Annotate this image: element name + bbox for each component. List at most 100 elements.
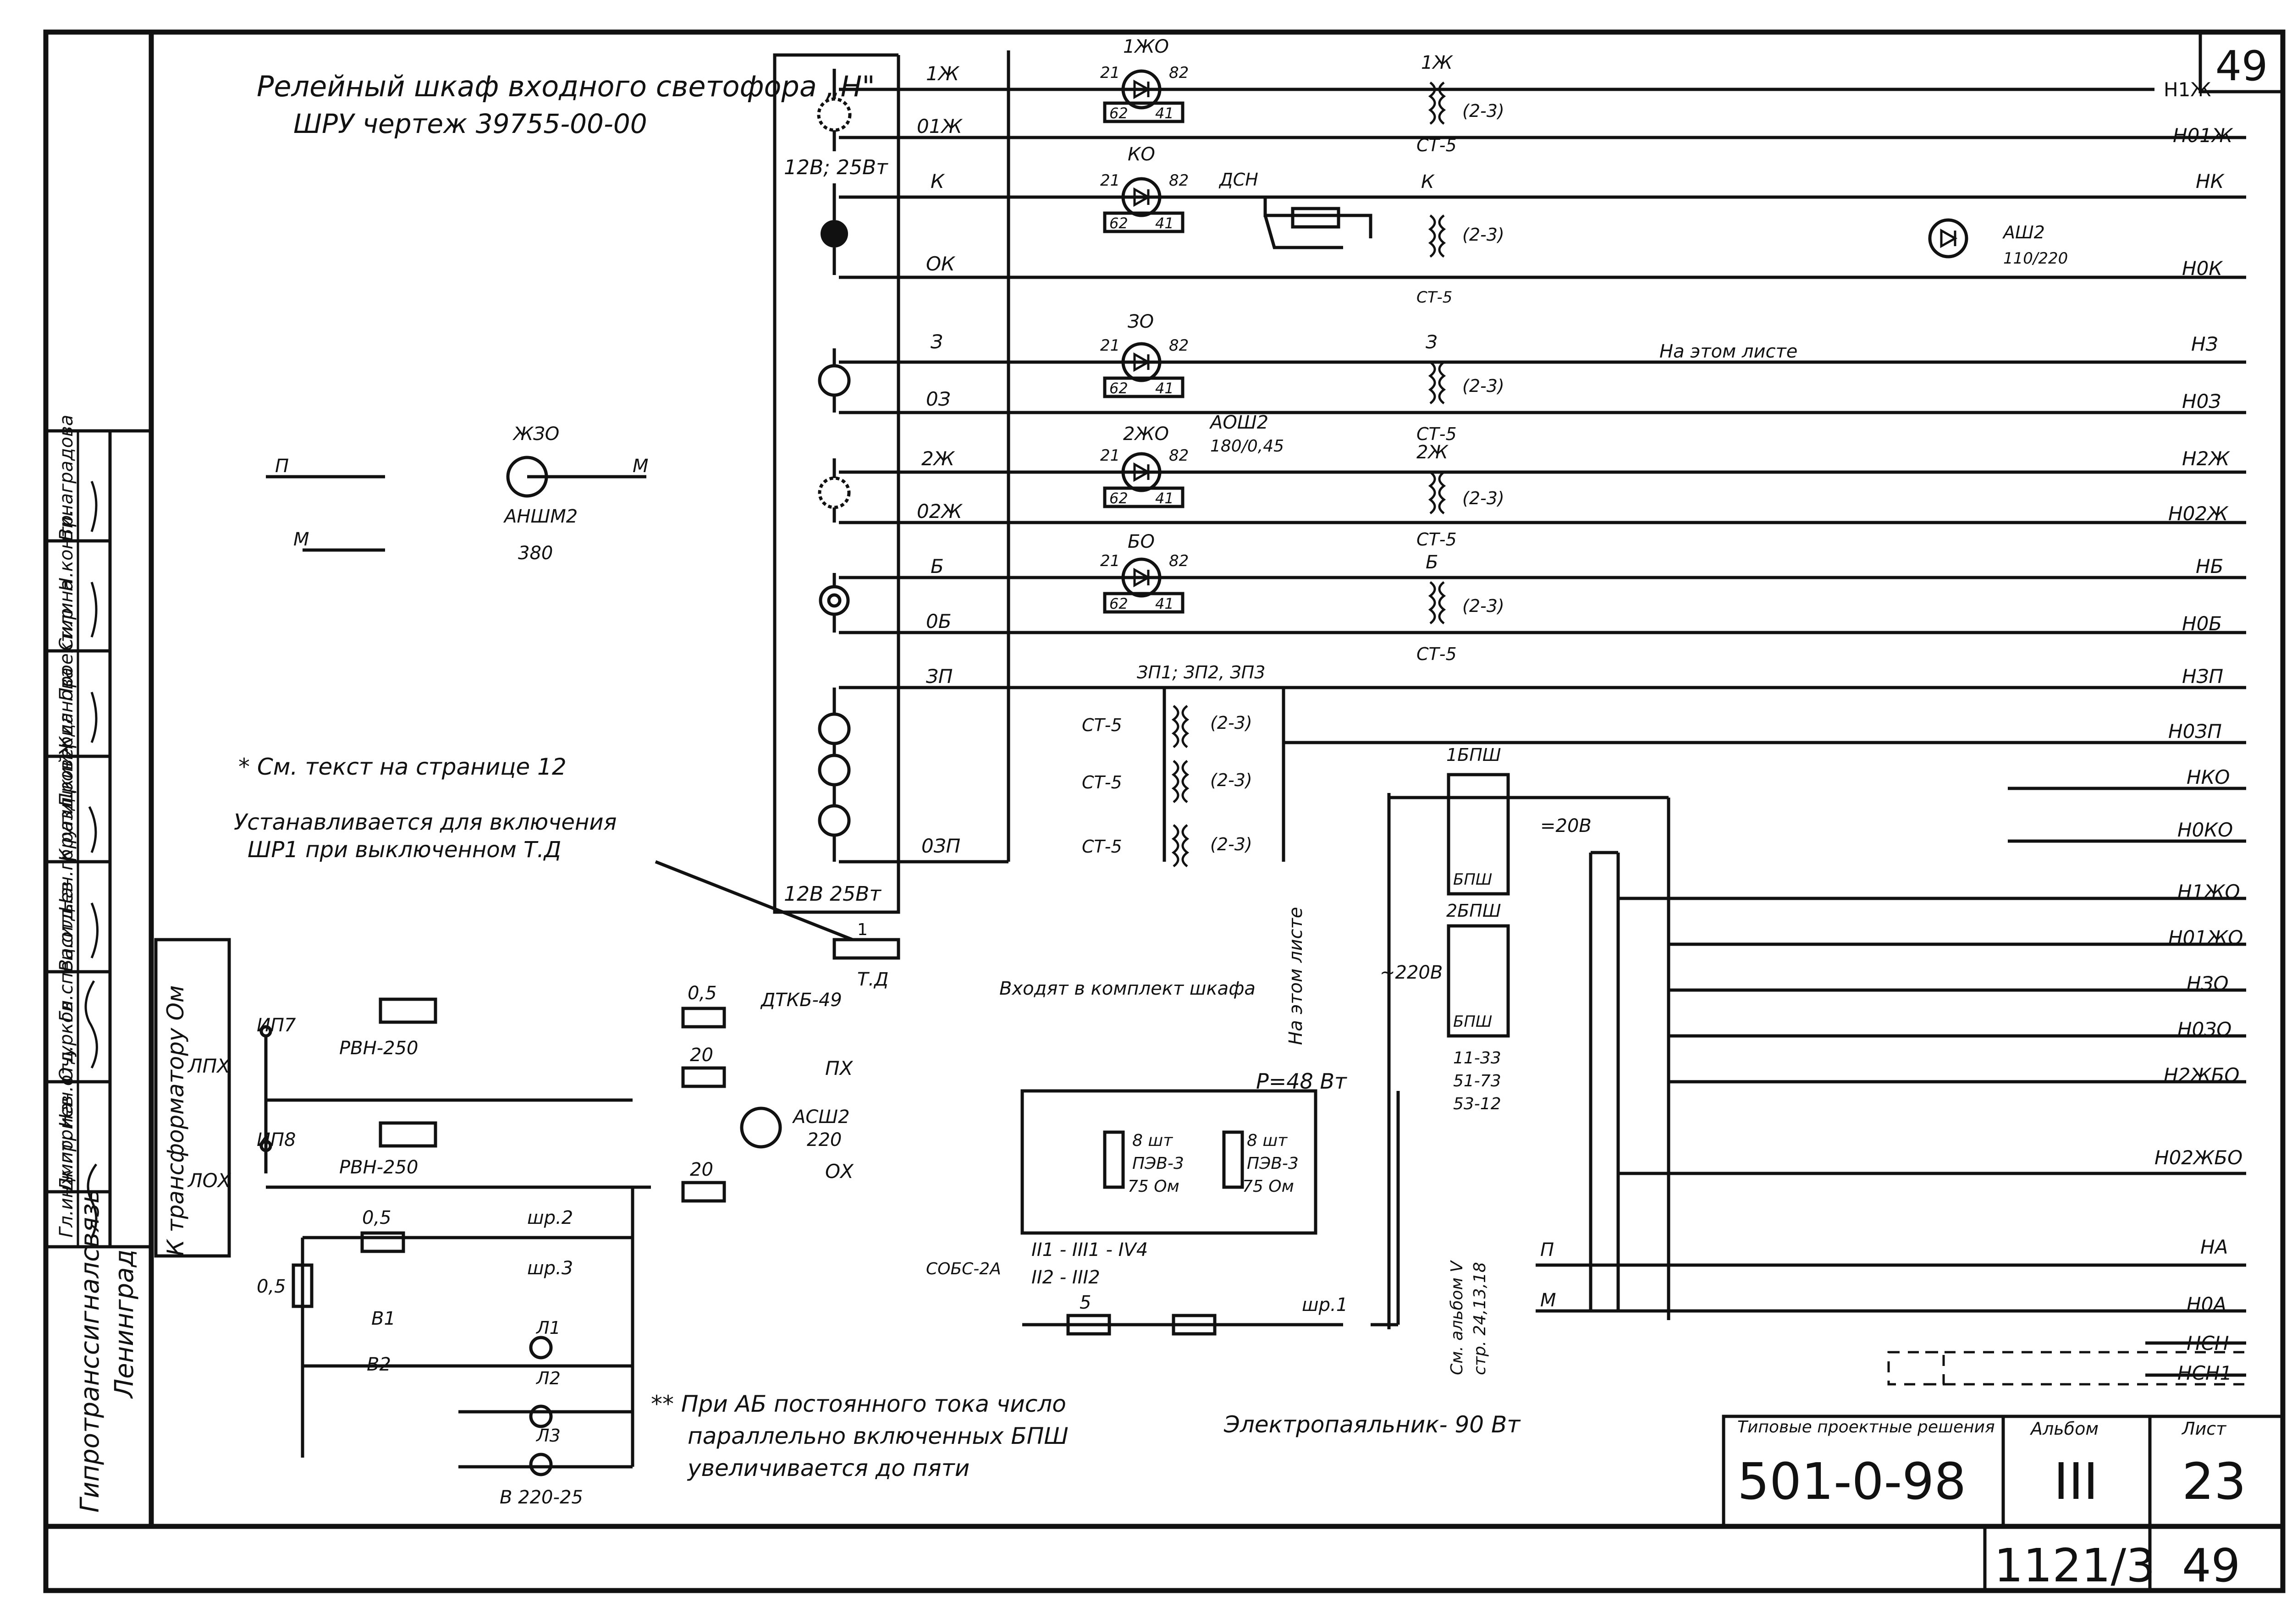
svg-text:75 Ом: 75 Ом <box>1242 1177 1294 1196</box>
relay-ko: КО 21 82 62 41 <box>1100 144 1189 233</box>
note-dstar-2: параллельно включенных БПШ <box>688 1423 1069 1449</box>
svg-text:СТ-5: СТ-5 <box>1416 424 1457 444</box>
svg-text:82: 82 <box>1169 171 1189 190</box>
svg-text:8 шт: 8 шт <box>1247 1131 1288 1150</box>
svg-text:К: К <box>931 170 945 193</box>
svg-text:Б: Б <box>931 555 944 578</box>
svg-text:II2 - III2: II2 - III2 <box>1031 1267 1100 1288</box>
svg-text:Н01Ж: Н01Ж <box>2173 124 2233 147</box>
svg-text:(2-3): (2-3) <box>1462 101 1504 121</box>
svg-text:СТ-5: СТ-5 <box>1416 644 1457 664</box>
svg-text:501-0-98: 501-0-98 <box>1737 1452 1966 1511</box>
svg-text:II1 - III1 - IV4: II1 - III1 - IV4 <box>1031 1239 1148 1261</box>
signal-lamp-invite-1 <box>818 712 851 745</box>
signal-wire-2zh: 2Ж Н2Ж <box>839 447 2246 474</box>
svg-text:РВН-250: РВН-250 <box>339 1038 418 1059</box>
svg-text:Н02ЖБО: Н02ЖБО <box>2154 1146 2242 1169</box>
signal-wire-b: Б НБ <box>839 555 2246 579</box>
signature-role: Н.контр. <box>56 509 77 591</box>
svg-text:Типовые проектные решения: Типовые проектные решения <box>1737 1418 1995 1437</box>
svg-text:(2-3): (2-3) <box>1462 596 1504 616</box>
signal-wire-1zh: 1Ж Н1Ж <box>839 62 2211 101</box>
note-install-1: Устанавливается для включения <box>234 809 617 835</box>
svg-text:21: 21 <box>1100 552 1120 570</box>
signature-role: Проектир. <box>56 602 77 701</box>
svg-text:АШ2: АШ2 <box>2002 222 2045 242</box>
svg-text:П: П <box>275 456 289 477</box>
svg-text:Т.Д: Т.Д <box>857 969 888 990</box>
svg-text:Н1Ж: Н1Ж <box>2164 78 2211 101</box>
signal-wire-01zh: 01Ж Н01Ж <box>839 115 2246 147</box>
svg-text:ПЭВ-3: ПЭВ-3 <box>1247 1154 1299 1173</box>
svg-text:62: 62 <box>1109 595 1128 612</box>
bpsh-2: 2БПШ БПШ 11-33 51-73 53-12 <box>1446 901 1510 1113</box>
signature-name: Силина <box>56 579 77 651</box>
svg-text:Л2: Л2 <box>535 1368 561 1388</box>
svg-text:Н02Ж: Н02Ж <box>2168 502 2229 525</box>
svg-text:III: III <box>2054 1452 2098 1511</box>
svg-text:(2-3): (2-3) <box>1462 488 1504 508</box>
svg-text:Н0З: Н0З <box>2182 390 2221 413</box>
drawing-title-line2: ШРУ чертеж 39755-00-00 <box>293 108 647 139</box>
transformers-invite: ЗП1; ЗП2, ЗП3 СТ-5 СТ-5 СТ-5 (2-3) (2-3)… <box>1082 662 1285 867</box>
signature-role: Проверил <box>56 713 77 807</box>
svg-text:62: 62 <box>1109 105 1128 122</box>
note-install-2: ШР1 при выключенном Т.Д <box>248 837 561 863</box>
m-bus-label: М <box>1540 1290 1556 1311</box>
soldering-iron-label: Электропаяльник- 90 Вт <box>1223 1411 1521 1438</box>
svg-text:0ЗП: 0ЗП <box>921 835 960 857</box>
signature-role: Гл.спец.отд. <box>56 903 77 1022</box>
see-album: См. альбом V <box>1448 1260 1466 1375</box>
svg-text:ДТКБ-49: ДТКБ-49 <box>760 990 842 1011</box>
svg-text:Н1ЖО: Н1ЖО <box>2177 881 2240 903</box>
signal-wire-0zp: 0ЗП Н0ЗП <box>839 720 2246 864</box>
svg-text:12В; 25Вт: 12В; 25Вт <box>784 156 888 179</box>
svg-text:41: 41 <box>1155 380 1174 397</box>
signature-name: Крупицкий <box>56 755 77 862</box>
signal-lamp-red <box>821 220 848 248</box>
relay-2zho: 2ЖО 21 82 62 41 <box>1100 424 1189 508</box>
svg-text:Н0КО: Н0КО <box>2177 819 2233 841</box>
signal-wire-0b: 0Б Н0Б <box>839 610 2246 635</box>
svg-text:НСН1: НСН1 <box>2177 1362 2232 1384</box>
zho-lamp-circuit: П М М ЖЗО АНШМ2 380 <box>266 424 649 564</box>
volt20-label: =20В <box>1540 815 1592 837</box>
svg-text:АНШМ2: АНШМ2 <box>503 506 578 527</box>
on-this-sheet: На этом листе <box>1659 341 1797 362</box>
svg-text:41: 41 <box>1155 490 1174 507</box>
volt220-label: ~220В <box>1380 962 1443 983</box>
svg-text:220: 220 <box>807 1129 842 1151</box>
svg-text:ИП7: ИП7 <box>257 1015 296 1036</box>
right-outputs: НКО Н0КО Н1ЖО Н01ЖО НЗО Н0ЗО Н2ЖБО Н02ЖБ… <box>1387 766 2246 1386</box>
signal-lamp-invite-3 <box>818 804 851 837</box>
svg-text:шр.2: шр.2 <box>527 1207 573 1228</box>
signature-name: Винаградова <box>56 415 77 541</box>
svg-text:КО: КО <box>1128 144 1155 165</box>
svg-text:Л1: Л1 <box>535 1318 561 1338</box>
svg-text:Н2ЖБО: Н2ЖБО <box>2164 1064 2239 1086</box>
svg-text:0,5: 0,5 <box>257 1276 286 1297</box>
svg-text:ОХ: ОХ <box>825 1160 854 1183</box>
svg-text:(2-3): (2-3) <box>1210 834 1252 854</box>
svg-text:Л3: Л3 <box>535 1426 561 1446</box>
svg-text:Р=48 Вт: Р=48 Вт <box>1256 1069 1347 1094</box>
signal-wire-z: З НЗ <box>839 330 2246 364</box>
power-circuit: ИП7 ИП8 ЛПХ ЛОХ РВН-250 РВН-250 0,5 20 П… <box>187 920 1001 1508</box>
svg-text:23: 23 <box>2182 1452 2246 1511</box>
signature-name: Жданова <box>56 667 77 758</box>
svg-text:1Ж: 1Ж <box>926 62 960 85</box>
svg-text:0З: 0З <box>926 388 951 410</box>
signal-lamp-white <box>819 585 850 616</box>
svg-text:02Ж: 02Ж <box>917 500 963 523</box>
svg-text:(2-3): (2-3) <box>1210 713 1252 733</box>
svg-text:НКО: НКО <box>2187 766 2230 788</box>
svg-text:НЗ: НЗ <box>2191 333 2218 355</box>
svg-text:БО: БО <box>1128 531 1155 552</box>
svg-text:Н2Ж: Н2Ж <box>2182 447 2230 470</box>
svg-text:21: 21 <box>1100 171 1120 190</box>
svg-text:49: 49 <box>2215 42 2268 90</box>
svg-text:51-73: 51-73 <box>1453 1072 1501 1090</box>
org-city: Ленинград <box>110 1250 139 1399</box>
svg-text:шр.3: шр.3 <box>527 1258 573 1279</box>
signal-lamp-yellow-2 <box>818 476 851 509</box>
